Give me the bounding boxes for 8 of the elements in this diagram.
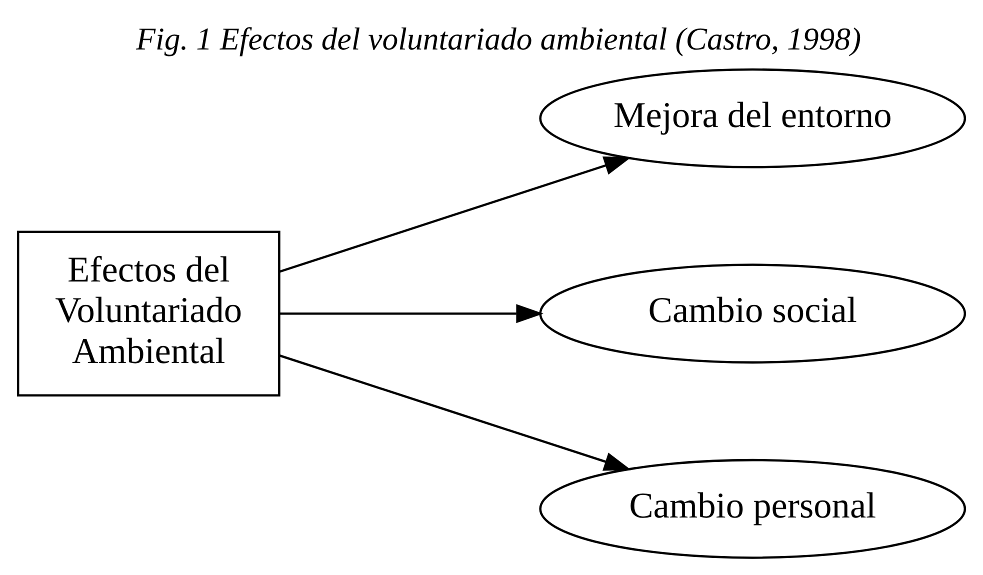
node-ellipse: Cambio social (539, 264, 966, 364)
node-box: Efectos del Voluntariado Ambiental (16, 230, 280, 396)
arrow (279, 156, 632, 273)
diagram-title: Fig. 1 Efectos del voluntariado ambiental (Castro, 1998) (136, 22, 862, 57)
arrow (279, 354, 632, 471)
node-ellipse: Cambio personal (539, 458, 966, 559)
arrow (280, 304, 544, 324)
node-ellipse: Mejora del entorno (539, 68, 966, 168)
